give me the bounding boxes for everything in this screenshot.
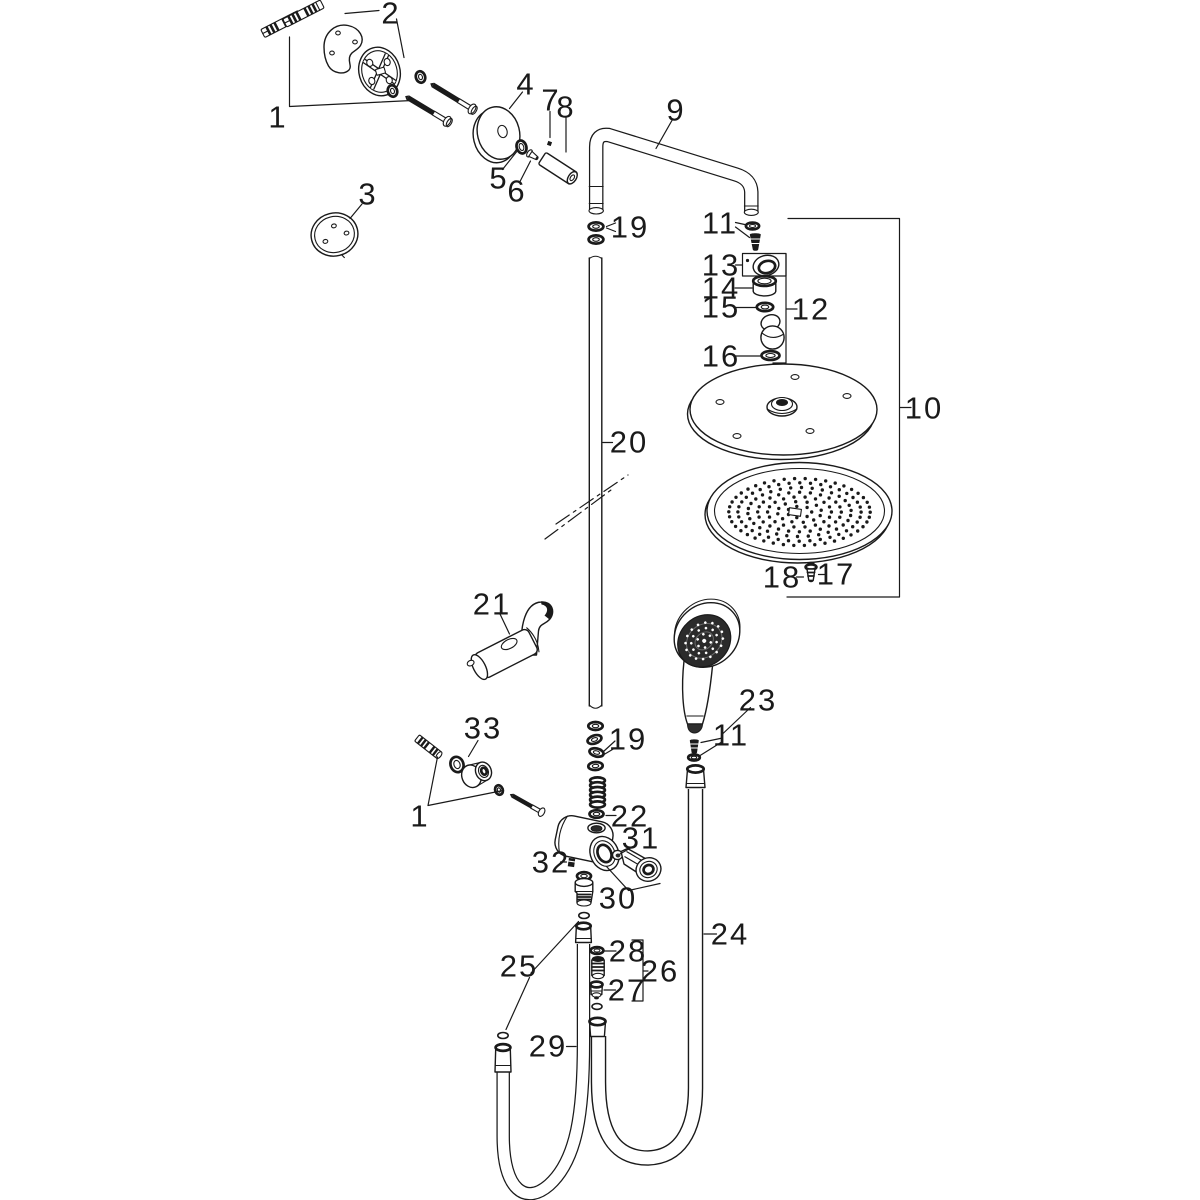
reference-brackets — [631, 217, 912, 1002]
mounting-screw — [405, 95, 453, 128]
pipe-break-marks — [544, 474, 629, 540]
hose-nut-short-hose-upper-end — [574, 921, 593, 944]
part-label-4: 4 — [516, 67, 535, 102]
part-label-28: 28 — [609, 934, 647, 969]
part-label-22: 22 — [611, 799, 649, 834]
escutcheon — [472, 106, 521, 164]
part-label-32: 32 — [532, 845, 570, 880]
part-label-10: 10 — [905, 391, 943, 426]
o-ring-5 — [515, 139, 528, 155]
part-label-11: 11 — [713, 718, 749, 753]
mounting-screw — [430, 82, 478, 115]
check-valve — [591, 956, 605, 980]
hand-shower-hose-long — [590, 789, 704, 1166]
part-label-31: 31 — [622, 821, 660, 856]
bushing-33 — [460, 761, 493, 789]
part-label-24: 24 — [711, 917, 749, 952]
retainer-ring-13 — [745, 254, 780, 277]
part-label-26: 26 — [641, 954, 679, 989]
part-label-29: 29 — [529, 1029, 567, 1064]
spring — [588, 776, 607, 809]
seal-rings-19-top — [587, 221, 605, 245]
o-ring-22 — [588, 808, 605, 820]
shutoff-valve — [554, 815, 662, 907]
hose-nut-long-hose-lower-end — [588, 1016, 607, 1038]
connection-hose-short — [496, 944, 591, 1200]
part-label-30: 30 — [599, 881, 637, 916]
shower-arm-pipe — [588, 127, 759, 216]
connector-set-11-bottom — [686, 739, 702, 762]
seal-rings-19-bottom — [586, 720, 605, 772]
part-label-18: 18 — [763, 560, 801, 595]
o-ring-33 — [449, 755, 465, 774]
part-label-21: 21 — [473, 587, 511, 622]
part-label-25: 25 — [500, 949, 538, 984]
washer-lower — [493, 783, 505, 797]
hose-seal-25b — [496, 1031, 509, 1040]
o-ring-15 — [755, 301, 775, 313]
part-label-23: 23 — [739, 683, 777, 718]
riser-pipe — [544, 255, 629, 709]
nut-14 — [751, 274, 778, 297]
ball-joint — [760, 313, 785, 350]
valve-outlet-connector — [574, 870, 594, 907]
part-label-33: 33 — [464, 711, 502, 746]
part-label-1: 1 — [410, 799, 429, 834]
lock-washer — [386, 83, 399, 99]
wall-anchor — [282, 0, 325, 28]
leader-lines — [288, 9, 826, 1048]
mounting-screw-lower — [509, 793, 546, 817]
connector-set-11-top — [744, 221, 761, 251]
overhead-shower-back-plate — [686, 363, 878, 461]
part-label-7: 7 — [541, 83, 560, 118]
hose-nut-handshower-end — [685, 764, 706, 789]
mounting-plate — [357, 46, 402, 97]
set-screw-7 — [546, 140, 553, 147]
hand-shower-holder — [466, 601, 554, 681]
washer-16 — [760, 349, 781, 362]
part-label-16: 16 — [702, 339, 740, 374]
overhead-shower-spray-disc — [704, 461, 893, 564]
pin-32 — [567, 857, 576, 868]
pipe-nipple-8 — [538, 152, 578, 185]
overhead-shower-inlet-hub — [766, 396, 798, 417]
part-label-1: 1 — [268, 100, 287, 135]
part-label-12: 12 — [792, 292, 830, 327]
part-label-11: 11 — [702, 206, 738, 241]
part-label-6: 6 — [507, 174, 526, 209]
part-label-20: 20 — [610, 425, 648, 460]
part-label-8: 8 — [556, 90, 575, 125]
part-label-27: 27 — [608, 973, 646, 1008]
part-label-3: 3 — [358, 177, 377, 212]
part-label-19: 19 — [611, 210, 649, 245]
part-label-14: 14 — [702, 271, 740, 306]
hand-shower-nozzle-dots — [684, 621, 725, 661]
hand-shower — [673, 598, 741, 734]
part-label-5: 5 — [489, 161, 508, 196]
screw-plug-6 — [526, 149, 539, 161]
part-label-9: 9 — [666, 93, 685, 128]
o-ring-small — [591, 1002, 603, 1011]
part-label-15: 15 — [702, 290, 740, 325]
part-label-2: 2 — [381, 0, 400, 31]
hose-seal-25a — [577, 911, 590, 920]
part-label-17: 17 — [817, 557, 855, 592]
wall-anchor-lower — [414, 734, 443, 760]
lock-washer — [414, 69, 427, 85]
volume-control-knob-30 — [620, 847, 662, 882]
nozzle-field — [727, 476, 872, 548]
o-ring-28 — [589, 945, 605, 956]
hose-nut-short-hose-far-end — [494, 1042, 512, 1073]
filter-insert-27 — [589, 980, 604, 1000]
part-label-19: 19 — [609, 722, 647, 757]
oval-cover-plate — [310, 212, 359, 259]
mounting-plate-gasket — [323, 24, 363, 74]
valve-outlet-port — [589, 835, 620, 872]
fastening-screw-17-18 — [804, 561, 818, 583]
ball-joint-group-12 — [745, 254, 785, 362]
part-label-13: 13 — [702, 248, 740, 283]
check-valve-group — [589, 945, 605, 1011]
